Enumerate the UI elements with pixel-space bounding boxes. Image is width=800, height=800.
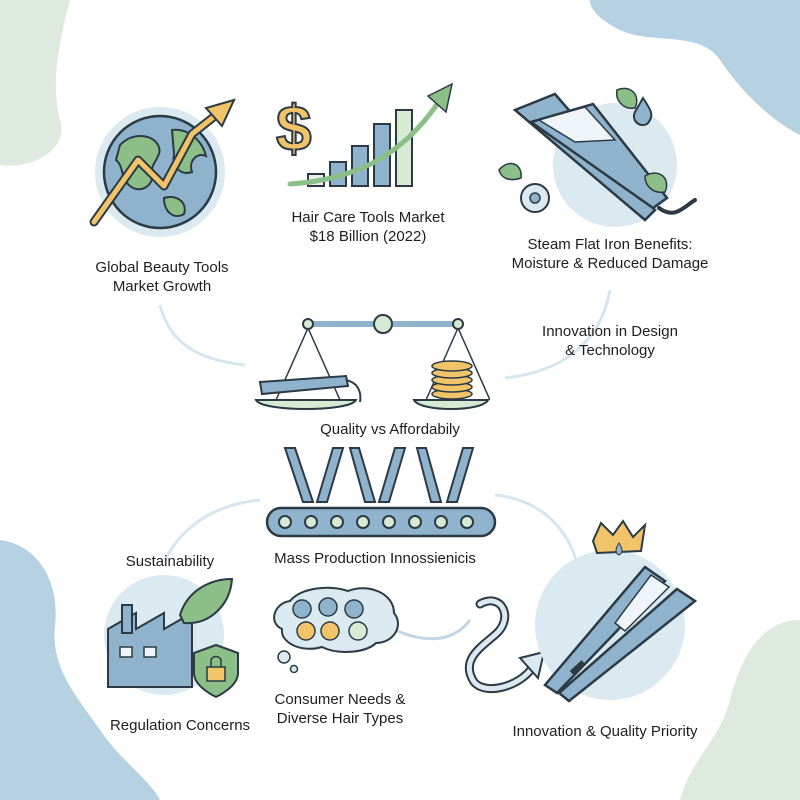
conveyor-illustration (265, 447, 497, 538)
connector-top-left (158, 304, 246, 367)
label-consumer-needs: Consumer Needs & Diverse Hair Types (255, 690, 425, 728)
dollar-sign-icon: $ (276, 92, 312, 164)
factory-illustration (104, 575, 239, 699)
balance-scale-illustration (254, 314, 490, 410)
label-global-growth: Global Beauty Tools Market Growth (72, 258, 252, 296)
corner-blob-top-right (590, 0, 800, 135)
curved-arrow-illustration (464, 596, 546, 694)
label-steam-iron: Steam Flat Iron Benefits: Moisture & Red… (500, 235, 720, 273)
steam-iron-illustration (498, 87, 697, 227)
corner-blob-top-left (0, 0, 70, 166)
people-thought-bubble-icon (273, 586, 399, 653)
coin-stack-icon (431, 360, 473, 400)
crown-icon (591, 519, 647, 555)
label-consumer-needs-line1: Consumer Needs & (274, 691, 406, 708)
label-hair-market-line2: $18 Billion (2022) (309, 228, 427, 245)
corner-blob-bottom-right (680, 620, 800, 800)
consumer-thought-illustration (273, 586, 399, 674)
corner-blob-bottom-left (0, 540, 160, 800)
connector-mid (394, 619, 472, 641)
label-sustainability: Sustainability (125, 553, 215, 570)
connector-bottom-left (163, 498, 261, 561)
label-hair-market: Hair Care Tools Market $18 Billion (2022… (268, 208, 468, 246)
leaf-icon (615, 87, 638, 109)
globe-growth-illustration (89, 98, 236, 237)
label-steam-iron-line2: Moisture & Reduced Damage (511, 255, 709, 272)
label-global-growth-line2: Market Growth (112, 278, 212, 295)
label-innovation-design-line1: Innovation in Design (542, 323, 678, 340)
label-quality-vs-affordability: Quality vs Affordabily (320, 421, 460, 438)
label-innovation-priority: Innovation & Quality Priority (512, 723, 698, 740)
market-bar-chart-illustration: $ (275, 82, 454, 187)
label-global-growth-line1: Global Beauty Tools (95, 259, 229, 276)
label-mass-production: Mass Production Innossienicis (274, 550, 476, 567)
water-drop-icon (633, 96, 653, 126)
quality-iron-illustration (535, 519, 698, 703)
label-steam-iron-line1: Steam Flat Iron Benefits: (527, 236, 693, 253)
label-consumer-needs-line2: Diverse Hair Types (276, 710, 404, 727)
label-innovation-design: Innovation in Design & Technology (520, 322, 700, 360)
connector-top-right (504, 289, 612, 380)
conveyor-belt-icon (265, 506, 497, 538)
label-innovation-design-line2: & Technology (565, 342, 655, 359)
label-regulation: Regulation Concerns (109, 717, 251, 734)
leaf-icon (178, 577, 234, 625)
label-hair-market-line1: Hair Care Tools Market (291, 209, 445, 226)
